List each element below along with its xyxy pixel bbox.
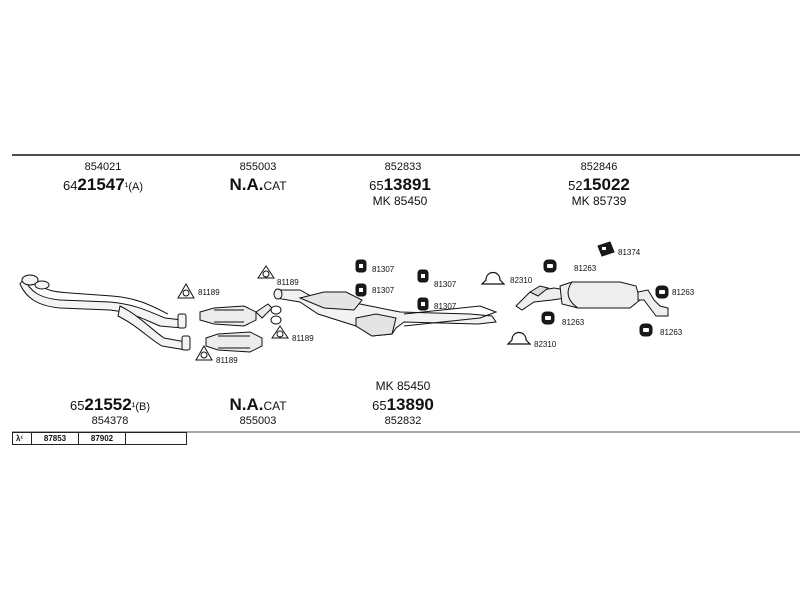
lambda-symbol-cell: λ¹	[12, 432, 32, 445]
part-label-81263-a: 81263	[574, 264, 597, 273]
rear-silencer-code: 852846	[580, 161, 618, 173]
part-label-81307-d: 81307	[434, 302, 457, 311]
part-label-81189-a: 81189	[198, 288, 220, 297]
middle-silencer-top-number: 6513891	[369, 176, 431, 193]
part-label-81189-d: 81189	[292, 334, 314, 343]
part-label-81307-b: 81307	[372, 286, 395, 295]
front-pipe-b-suffix: ¹(B)	[131, 401, 151, 413]
front-pipe-a-code: 854021	[84, 161, 122, 173]
flange-gaskets	[270, 305, 282, 325]
catalyst-top-na: N.A.	[229, 175, 264, 194]
catalyst-bottom-na: N.A.	[229, 395, 264, 414]
clamp-icons	[480, 271, 532, 345]
front-pipe-a-prefix: 64	[62, 178, 78, 193]
middle-silencer-bottom-number: 6513890	[372, 396, 434, 413]
part-label-82310-a: 82310	[510, 276, 533, 285]
part-label-81263-b: 81263	[672, 288, 695, 297]
part-label-81307-c: 81307	[434, 280, 457, 289]
rear-silencer-number: 5215022	[568, 176, 630, 193]
rear-silencer-main: 15022	[582, 175, 630, 194]
front-pipe-a-number: 6421547¹(A)	[63, 176, 143, 193]
part-label-81189-b: 81189	[277, 278, 299, 287]
front-pipe-b-prefix: 65	[69, 398, 85, 413]
front-pipe-a-main: 21547	[77, 175, 125, 194]
lambda-sensor-table: λ¹ 87853 87902	[12, 432, 187, 445]
rear-silencer-mk: MK 85739	[571, 194, 627, 208]
rubber-hanger-icons	[355, 259, 429, 311]
catalyst-top-code: 855003	[239, 161, 277, 173]
middle-silencer-top-main: 13891	[383, 175, 431, 194]
middle-silencer-bottom-prefix: 65	[372, 398, 387, 413]
middle-silencer-bottom-mk: MK 85450	[375, 379, 431, 393]
part-label-81307-a: 81307	[372, 265, 395, 274]
middle-silencer	[273, 288, 498, 337]
part-label-81263-c: 81263	[562, 318, 585, 327]
front-pipe-a-suffix: ¹(A)	[124, 181, 144, 193]
hanger-81374-icon	[597, 241, 615, 257]
middle-silencer-top-code: 852833	[384, 161, 422, 173]
front-pipe-b-code: 854378	[91, 415, 129, 427]
front-pipe-b-main: 21552	[84, 395, 132, 414]
rear-silencer-prefix: 52	[568, 178, 583, 193]
lambda-value-cell-1: 87853	[31, 432, 79, 445]
middle-silencer-bottom-main: 13890	[386, 395, 434, 414]
gasket-icons	[177, 265, 289, 361]
middle-silencer-top-mk: MK 85450	[372, 194, 428, 208]
catalyst-lower	[205, 331, 263, 353]
rear-hanger-icons	[541, 259, 669, 337]
catalyst-bottom-label: N.A.CAT	[229, 396, 286, 413]
middle-silencer-bottom-code: 852832	[384, 415, 422, 427]
lambda-row: λ¹ 87853 87902	[12, 432, 187, 445]
middle-silencer-top-prefix: 65	[369, 178, 384, 193]
catalyst-top-label: N.A.CAT	[229, 176, 286, 193]
catalyst-upper	[199, 303, 273, 327]
catalyst-top-cat: CAT	[263, 179, 287, 193]
part-label-81189-c: 81189	[216, 356, 238, 365]
lambda-empty-cell	[125, 432, 187, 445]
front-pipe-b-number: 6521552¹(B)	[70, 396, 150, 413]
part-label-81263-d: 81263	[660, 328, 683, 337]
part-label-81374: 81374	[618, 248, 641, 257]
front-y-pipe	[19, 274, 191, 351]
rear-silencer	[515, 281, 669, 317]
catalyst-bottom-code: 855003	[239, 415, 277, 427]
lambda-value-cell-2: 87902	[78, 432, 126, 445]
part-label-82310-b: 82310	[534, 340, 557, 349]
catalyst-bottom-cat: CAT	[263, 399, 287, 413]
